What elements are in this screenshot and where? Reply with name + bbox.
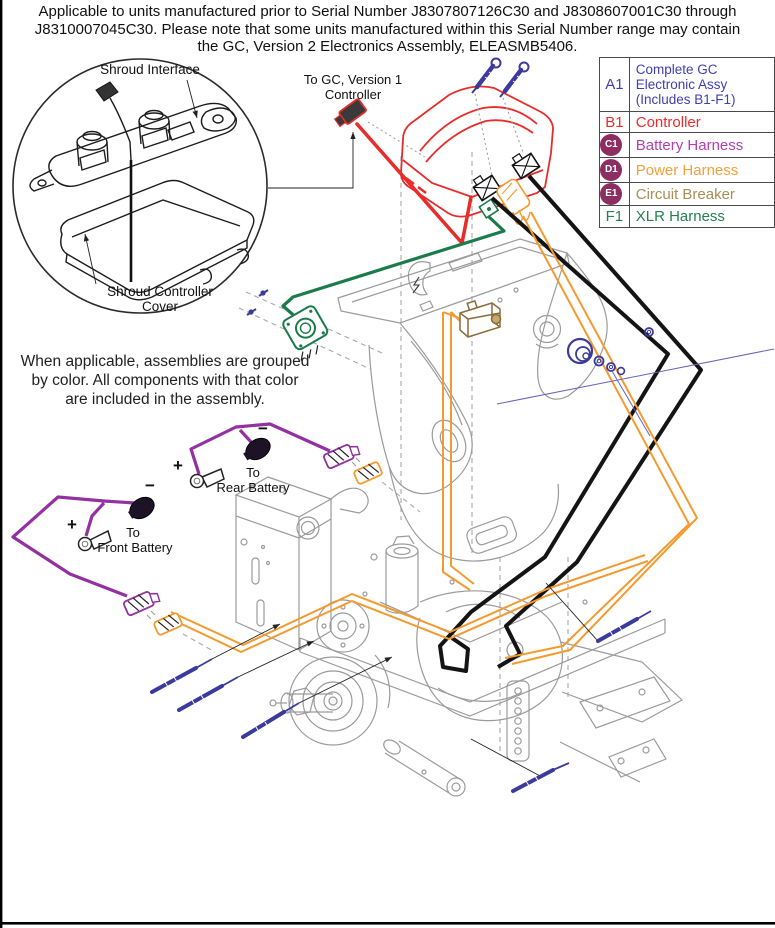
interface-connector [95, 81, 119, 102]
note-line-2: by color. All components with that color [31, 372, 299, 389]
legend-badge-e1: E1 [600, 183, 623, 205]
battery-harness-wires [11, 422, 331, 598]
legend-row-d1: D1 Power Harness [599, 157, 775, 183]
legend-row-c1: C1 Battery Harness [599, 132, 775, 158]
shroud-inset: Shroud Interface Shroud Controller Cover [12, 58, 268, 314]
shroud-cover-label-2: Cover [142, 299, 179, 314]
legend-id-d1: D1 [599, 157, 630, 183]
chassis-art [234, 238, 684, 797]
green-connector [478, 198, 500, 219]
rear-harness-connector [323, 444, 361, 470]
front-minus-sign: − [145, 476, 155, 495]
header-note: Applicable to units manufactured prior t… [6, 3, 769, 56]
xlr-harness-wires [438, 174, 703, 673]
legend-id-a1: A1 [599, 57, 630, 112]
xlr-green-wire [281, 214, 506, 321]
shroud-interface-label: Shroud Interface [100, 62, 200, 77]
legend-id-f1: F1 [599, 205, 630, 228]
legend-badge-d1: D1 [600, 159, 623, 181]
legend-label-a1-l1: Complete GC [635, 62, 718, 77]
front-plus-sign: + [67, 515, 77, 534]
front-battery-label-name: Front Battery [97, 540, 173, 555]
legend-id-e1: E1 [599, 182, 630, 206]
front-power-connector [153, 612, 183, 636]
header-line-1: Applicable to units manufactured prior t… [38, 3, 737, 20]
front-battery-plus-terminal [77, 529, 112, 552]
front-battery-minus-terminal [128, 496, 155, 520]
legend-label-c1: Battery Harness [628, 132, 775, 158]
bolt-5 [470, 738, 570, 793]
gc-callout: To GC, Version 1 Controller [268, 72, 402, 189]
bolt-4 [545, 582, 652, 643]
shroud-cover-art [60, 179, 255, 301]
legend-label-f1: XLR Harness [628, 205, 775, 228]
front-battery-label-to: To [126, 525, 140, 540]
legend-label-d1: Power Harness [628, 157, 775, 183]
shroud-cover-label-1: Shroud Controller [107, 284, 213, 299]
rear-battery-minus-terminal [243, 437, 271, 461]
power-harness-connector [496, 178, 531, 225]
rear-minus-sign: − [258, 419, 268, 438]
controller-screw-1 [471, 57, 502, 94]
rear-plus-sign: + [173, 456, 183, 475]
header-line-3: the GC, Version 2 Electronics Assembly, … [197, 38, 578, 55]
xlr-screw-1 [258, 289, 269, 297]
rear-battery-plus-terminal [189, 467, 225, 489]
legend-label-a1-l3: (Includes B1-F1) [635, 92, 736, 107]
xlr-black-connector-2 [511, 152, 541, 180]
legend-label-a1: Complete GC Electronic Assy (Includes B1… [628, 57, 775, 112]
legend-row-e1: E1 Circuit Breaker [599, 182, 775, 206]
gc-label-2: Controller [325, 87, 382, 102]
controller-screw-2 [499, 61, 530, 98]
gc-label-1: To GC, Version 1 [304, 72, 402, 87]
gc-connector [333, 98, 367, 128]
parts-legend-table: A1 Complete GC Electronic Assy (Includes… [599, 57, 775, 228]
rear-battery-label-to: To [246, 465, 260, 480]
front-harness-connector [123, 591, 161, 617]
note-line-1: When applicable, assemblies are grouped [20, 353, 310, 370]
header-line-2: J8310007045C30. Please note that some un… [34, 20, 741, 38]
bolt-2 [177, 640, 315, 712]
legend-label-a1-l2: Electronic Assy [635, 77, 728, 92]
note-line-3: are included in the assembly. [65, 391, 265, 408]
bolt-3 [241, 656, 393, 739]
legend-badge-c1: C1 [600, 134, 623, 156]
rear-battery-label-name: Rear Battery [217, 480, 290, 495]
washer-stack [566, 327, 654, 376]
legend-row-f1: F1 XLR Harness [599, 205, 775, 228]
bolt-1 [150, 623, 281, 694]
rear-power-connector [353, 461, 383, 485]
mounting-hardware [146, 57, 775, 793]
legend-id-b1: B1 [599, 111, 630, 133]
xlr-panel-connector [282, 305, 329, 361]
legend-label-b1: Controller [628, 111, 775, 133]
xlr-black-connector-1 [472, 174, 502, 202]
legend-row-b1: B1 Controller [599, 111, 775, 133]
legend-id-c1: C1 [599, 132, 630, 158]
legend-row-a1: A1 Complete GC Electronic Assy (Includes… [599, 57, 775, 112]
circuit-breaker [459, 299, 502, 338]
inset-circle [12, 58, 268, 314]
shroud-interface-art [29, 81, 237, 282]
legend-label-e1: Circuit Breaker [628, 182, 775, 206]
color-grouping-note: When applicable, assemblies are grouped … [4, 352, 326, 409]
xlr-screw-2 [246, 308, 257, 316]
